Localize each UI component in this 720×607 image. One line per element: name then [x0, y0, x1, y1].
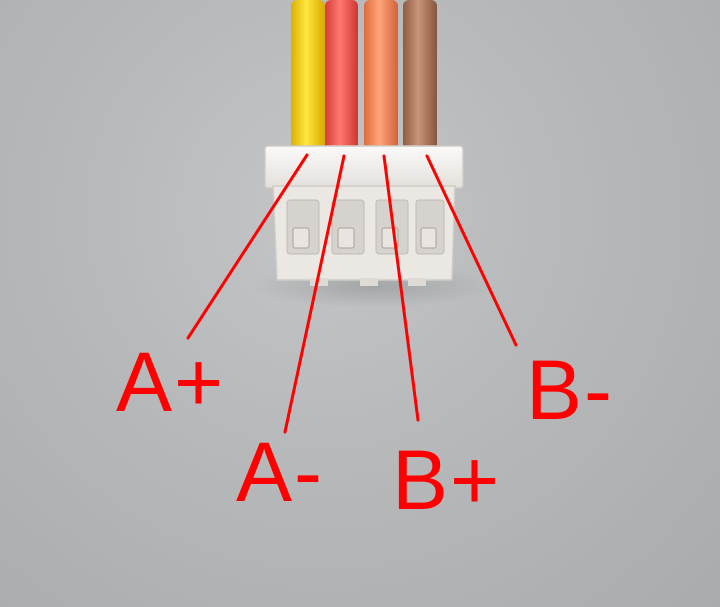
pointer-line-a-minus [283, 154, 346, 434]
wire-brown [403, 0, 437, 156]
wire-orange [364, 0, 398, 156]
pin-label-a-plus: A+ [116, 335, 226, 429]
wire-red [325, 0, 358, 156]
pin-label-a-minus: A- [236, 425, 324, 519]
wire-yellow [291, 0, 325, 156]
pointer-lines [186, 153, 518, 434]
pin-label-b-minus: B- [526, 343, 614, 437]
pointer-line-b-minus [425, 154, 518, 347]
contact-slots [286, 199, 445, 255]
pointer-line-b-plus [382, 154, 420, 422]
wire-bundle [291, 0, 437, 156]
pointer-line-a-plus [186, 153, 309, 340]
pin-label-b-plus: B+ [392, 433, 502, 527]
